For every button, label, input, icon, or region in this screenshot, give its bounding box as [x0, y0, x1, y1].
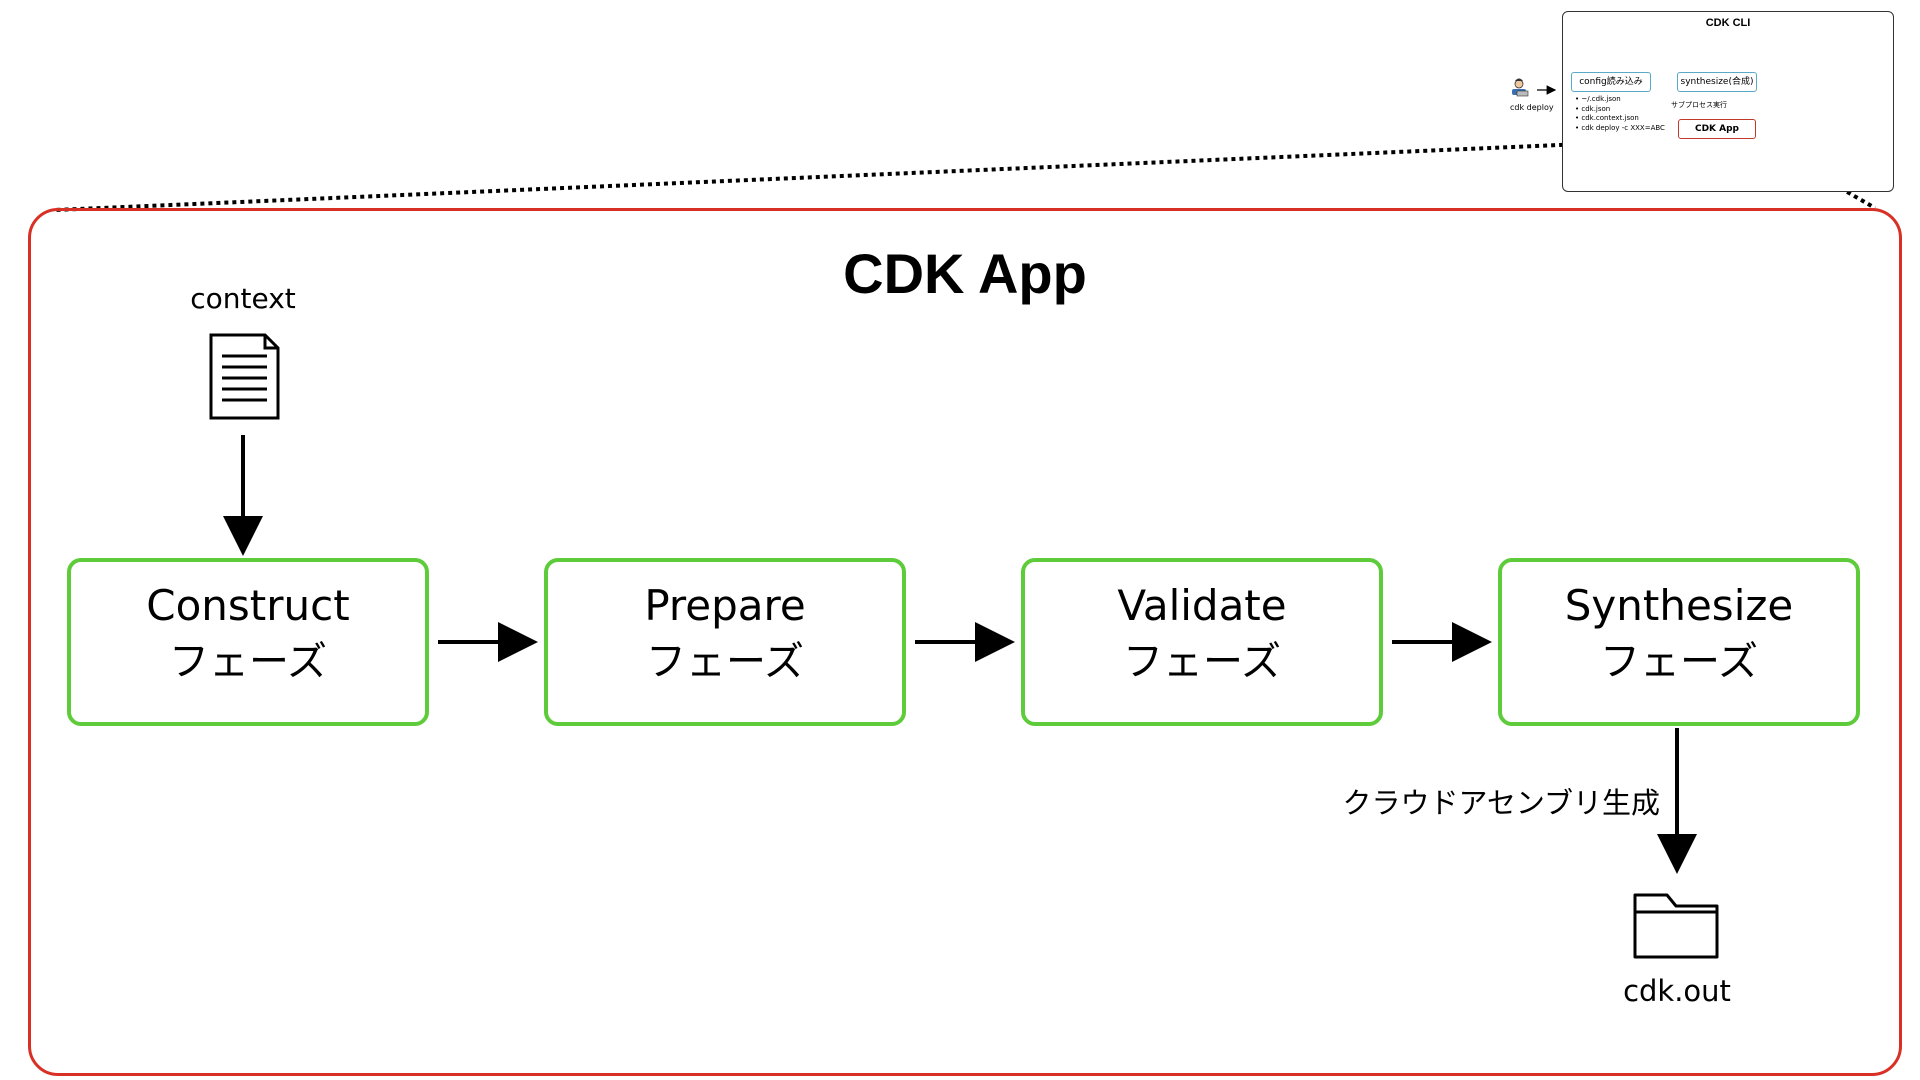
context-label: context	[190, 282, 296, 315]
phase-name: Validate	[1117, 581, 1287, 630]
construct-phase-box: Construct フェーズ	[67, 558, 429, 726]
config-file-item: ~/.cdk.json	[1575, 95, 1665, 105]
phase-sub: フェーズ	[1123, 639, 1281, 685]
phase-sub: フェーズ	[1600, 639, 1758, 685]
config-file-list: ~/.cdk.json cdk.json cdk.context.json cd…	[1575, 95, 1665, 133]
folder-icon	[1633, 893, 1719, 959]
phase-name: Prepare	[644, 581, 806, 630]
config-file-item: cdk deploy -c XXX=ABC	[1575, 124, 1665, 134]
phase-name: Synthesize	[1564, 581, 1794, 630]
config-load-box: config読み込み	[1571, 72, 1651, 92]
prepare-phase-box: Prepare フェーズ	[544, 558, 906, 726]
cdk-cli-title: CDK CLI	[1705, 17, 1751, 29]
mini-cdk-app-box: CDK App	[1678, 119, 1756, 139]
zoom-line-left	[54, 138, 1676, 212]
cdk-deploy-label: cdk deploy	[1510, 103, 1554, 112]
cdk-out-label: cdk.out	[1623, 974, 1731, 1008]
synthesize-box: synthesize(合成)	[1677, 72, 1757, 92]
subprocess-label: サブプロセス実行	[1671, 101, 1727, 109]
config-file-item: cdk.json	[1575, 105, 1665, 115]
synthesize-phase-box: Synthesize フェーズ	[1498, 558, 1860, 726]
user-icon	[1512, 78, 1529, 97]
phase-name: Construct	[146, 581, 350, 630]
document-icon	[209, 333, 280, 420]
cdk-app-title: CDK App	[843, 242, 1087, 305]
cdk-app-container: CDK App	[28, 208, 1902, 1076]
zoom-line-right	[1756, 138, 1876, 210]
config-file-item: cdk.context.json	[1575, 114, 1665, 124]
phase-sub: フェーズ	[646, 639, 804, 685]
cdk-cli-panel: CDK CLI config読み込み synthesize(合成) サブプロセス…	[1562, 11, 1894, 192]
cloud-assembly-label: クラウドアセンブリ生成	[1342, 786, 1660, 820]
validate-phase-box: Validate フェーズ	[1021, 558, 1383, 726]
phase-sub: フェーズ	[169, 639, 327, 685]
